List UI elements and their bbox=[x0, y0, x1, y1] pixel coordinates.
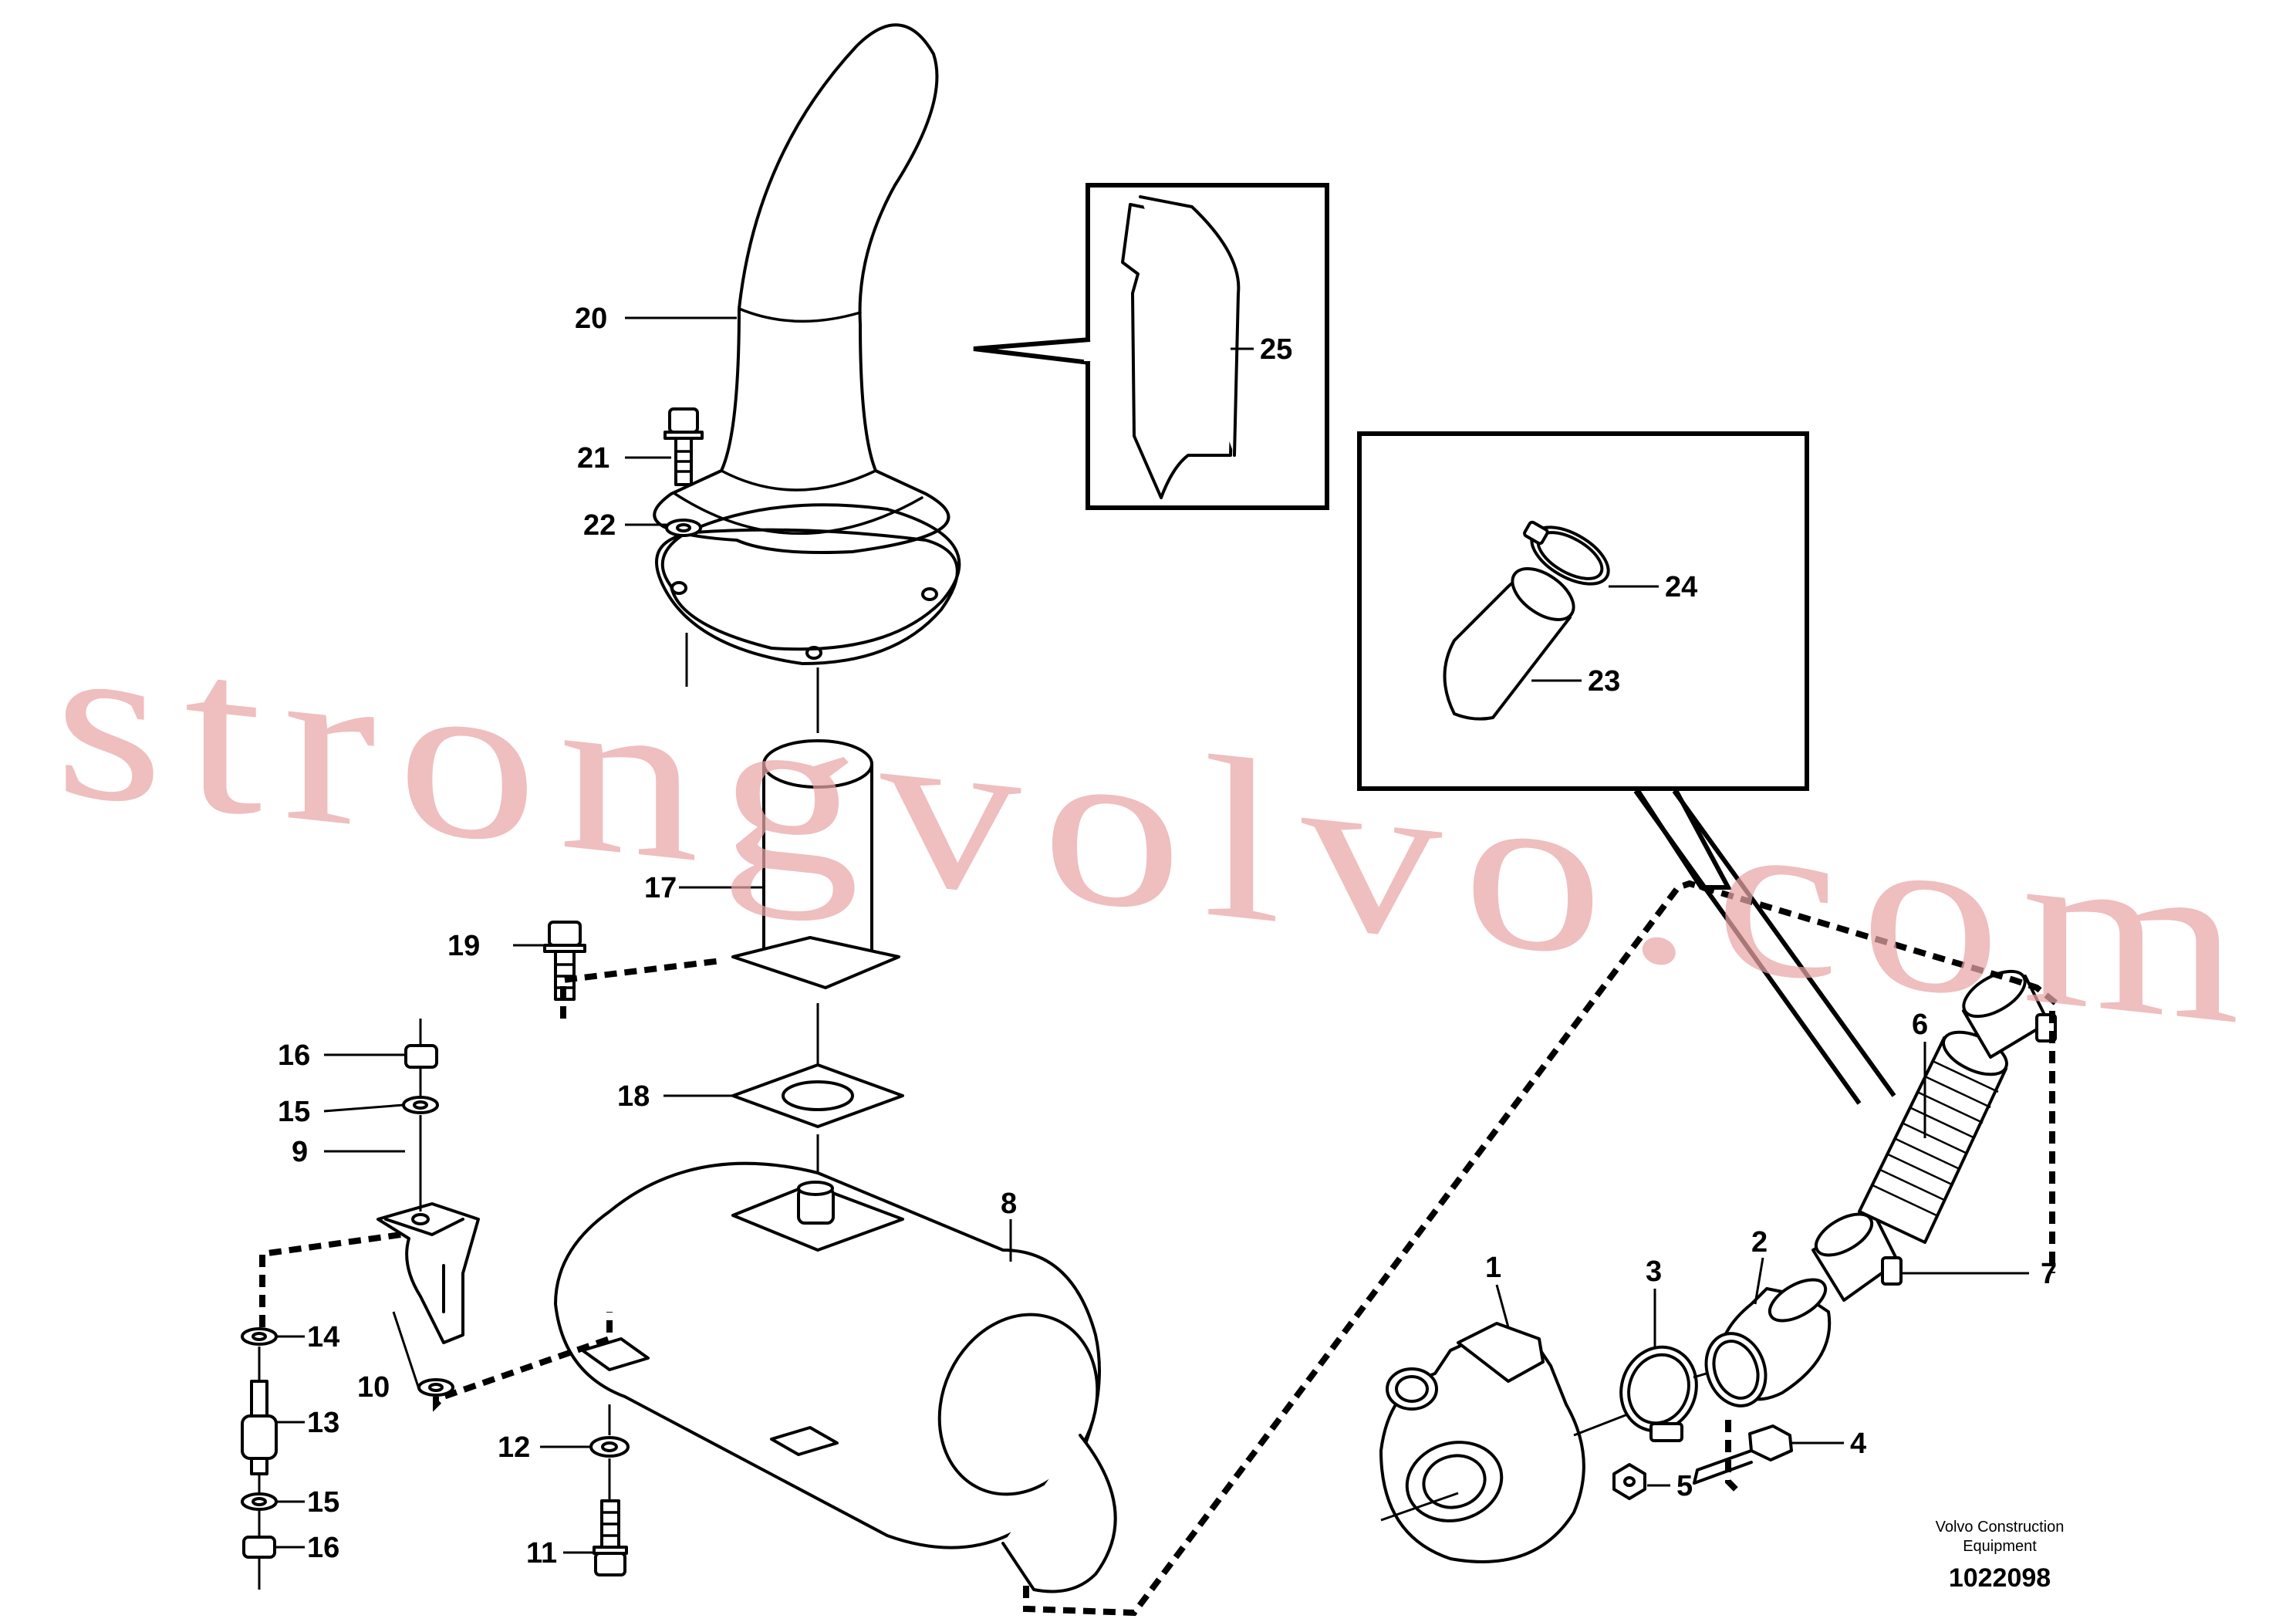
caption: Volvo Construction Equipment 1022098 bbox=[1936, 1519, 2065, 1593]
isolator-13 bbox=[241, 1380, 278, 1475]
callout-19: 19 bbox=[447, 930, 480, 962]
bolt-11 bbox=[593, 1499, 628, 1576]
callout-3: 3 bbox=[1646, 1255, 1662, 1288]
clamp-3 bbox=[1619, 1345, 1698, 1442]
bolt-21 bbox=[663, 407, 704, 486]
callout-leaders bbox=[275, 316, 2029, 1554]
washer-22 bbox=[665, 519, 702, 537]
nut-16-upper bbox=[404, 1044, 438, 1069]
callout-17: 17 bbox=[644, 872, 677, 904]
gasket-18 bbox=[731, 1063, 904, 1128]
muffler-8 bbox=[554, 1161, 1117, 1593]
intermediate-pipe-17 bbox=[731, 739, 900, 989]
callout-8: 8 bbox=[1001, 1188, 1017, 1220]
washer-12 bbox=[589, 1436, 630, 1458]
callout-12: 12 bbox=[498, 1431, 530, 1464]
turbocharger-1 bbox=[1379, 1322, 1585, 1563]
bolt-4 bbox=[1693, 1424, 1793, 1485]
callout-18: 18 bbox=[617, 1080, 650, 1113]
callout-1: 1 bbox=[1485, 1252, 1501, 1284]
callout-labels: 20 21 22 25 24 23 17 19 16 15 9 18 8 14 … bbox=[278, 302, 2057, 1570]
clamp-7-upper bbox=[1962, 969, 2057, 1059]
detail-box-25 bbox=[973, 183, 1329, 510]
callout-6: 6 bbox=[1912, 1009, 1928, 1041]
dash-line-bolt19 bbox=[560, 958, 722, 1019]
callout-15-lower: 15 bbox=[307, 1486, 339, 1519]
nut-5 bbox=[1612, 1463, 1646, 1500]
callout-7: 7 bbox=[2041, 1258, 2057, 1290]
exhaust-pipe-20 bbox=[653, 23, 961, 660]
dash-line-bracket bbox=[259, 1232, 402, 1327]
callout-16-lower: 16 bbox=[307, 1532, 339, 1564]
callout-23: 23 bbox=[1588, 665, 1620, 698]
dash-line-bolt4 bbox=[1725, 1420, 1738, 1492]
callout-13: 13 bbox=[307, 1407, 339, 1439]
clamp-7-lower bbox=[1811, 1212, 1903, 1302]
callout-14: 14 bbox=[307, 1321, 339, 1353]
nut-16-lower bbox=[242, 1536, 276, 1559]
callout-5: 5 bbox=[1676, 1470, 1693, 1502]
dash-line-muffler-bracket bbox=[433, 1312, 613, 1412]
elbow-2 bbox=[1704, 1278, 1832, 1407]
washer-15-upper bbox=[402, 1096, 439, 1114]
pipe-23 bbox=[1443, 567, 1575, 721]
drawing-number: 1022098 bbox=[1949, 1563, 2051, 1593]
callout-20: 20 bbox=[575, 302, 607, 335]
callout-16-upper: 16 bbox=[278, 1039, 310, 1072]
callout-2: 2 bbox=[1751, 1226, 1768, 1259]
caption-line-2: Equipment bbox=[1963, 1538, 2037, 1555]
washer-15-lower bbox=[241, 1492, 278, 1511]
callout-9: 9 bbox=[292, 1136, 308, 1168]
callout-21: 21 bbox=[577, 442, 609, 475]
callout-24: 24 bbox=[1665, 571, 1697, 603]
detail-box-23-24 bbox=[1357, 431, 1896, 1105]
callout-25: 25 bbox=[1260, 333, 1292, 366]
bracket-9 bbox=[376, 1202, 480, 1344]
washer-14 bbox=[241, 1327, 278, 1346]
dash-line-muffler-to-pipe bbox=[1023, 880, 2058, 1617]
callout-15-upper: 15 bbox=[278, 1096, 310, 1128]
callout-4: 4 bbox=[1850, 1428, 1866, 1460]
callout-22: 22 bbox=[583, 509, 616, 542]
caption-line-1: Volvo Construction bbox=[1936, 1519, 2065, 1536]
watermark-text: strongvolvo.com bbox=[54, 587, 2261, 1076]
clamp-24 bbox=[1523, 520, 1610, 586]
callout-11: 11 bbox=[526, 1537, 557, 1570]
callout-10: 10 bbox=[357, 1371, 390, 1404]
